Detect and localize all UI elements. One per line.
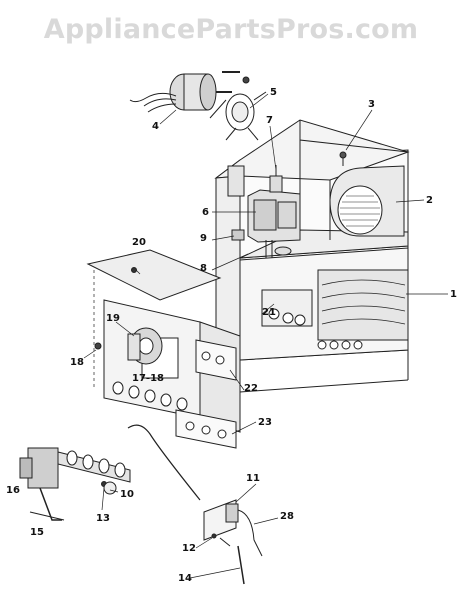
- callout-19: 19: [106, 313, 120, 324]
- callout-20: 20: [132, 237, 146, 248]
- control-module: [247, 165, 301, 258]
- gas-valve-manifold: [19, 447, 131, 521]
- inducer-assembly: [94, 327, 163, 365]
- callout-15: 15: [30, 527, 44, 538]
- flame-sensor-assembly: [127, 424, 263, 585]
- transformer-part: [227, 165, 245, 197]
- blower-wheel: [329, 151, 405, 237]
- callout-17: 17-18: [132, 373, 164, 384]
- callout-14: 14: [178, 573, 192, 584]
- callout-11: 11: [246, 473, 260, 484]
- callout-18: 18: [70, 357, 84, 368]
- callout-28: 28: [280, 511, 294, 522]
- callout-13: 13: [96, 513, 110, 524]
- callout-12: 12: [182, 543, 196, 554]
- callout-3: 3: [368, 99, 375, 110]
- callout-5: 5: [270, 87, 277, 98]
- top-cover-plate: [86, 249, 222, 301]
- callout-1: 1: [450, 289, 457, 300]
- callout-21: 21: [262, 307, 276, 318]
- callout-22: 22: [244, 383, 258, 394]
- callout-23: 23: [258, 417, 272, 428]
- relay-part: [231, 229, 245, 241]
- heat-exchanger: [261, 269, 409, 350]
- callout-2: 2: [426, 195, 433, 206]
- blower-motor: [129, 73, 232, 113]
- callout-4: 4: [152, 121, 159, 132]
- callout-10: 10: [120, 489, 134, 500]
- leader-lines: [83, 93, 448, 579]
- watermark: AppliancePartsPros.com: [43, 14, 419, 45]
- callout-16: 16: [6, 485, 20, 496]
- furnace-cabinet: [214, 119, 410, 393]
- callout-6: 6: [202, 207, 209, 218]
- callout-8: 8: [200, 263, 207, 274]
- callout-9: 9: [200, 233, 207, 244]
- callout-7: 7: [266, 115, 273, 126]
- motor-mount: [209, 71, 267, 141]
